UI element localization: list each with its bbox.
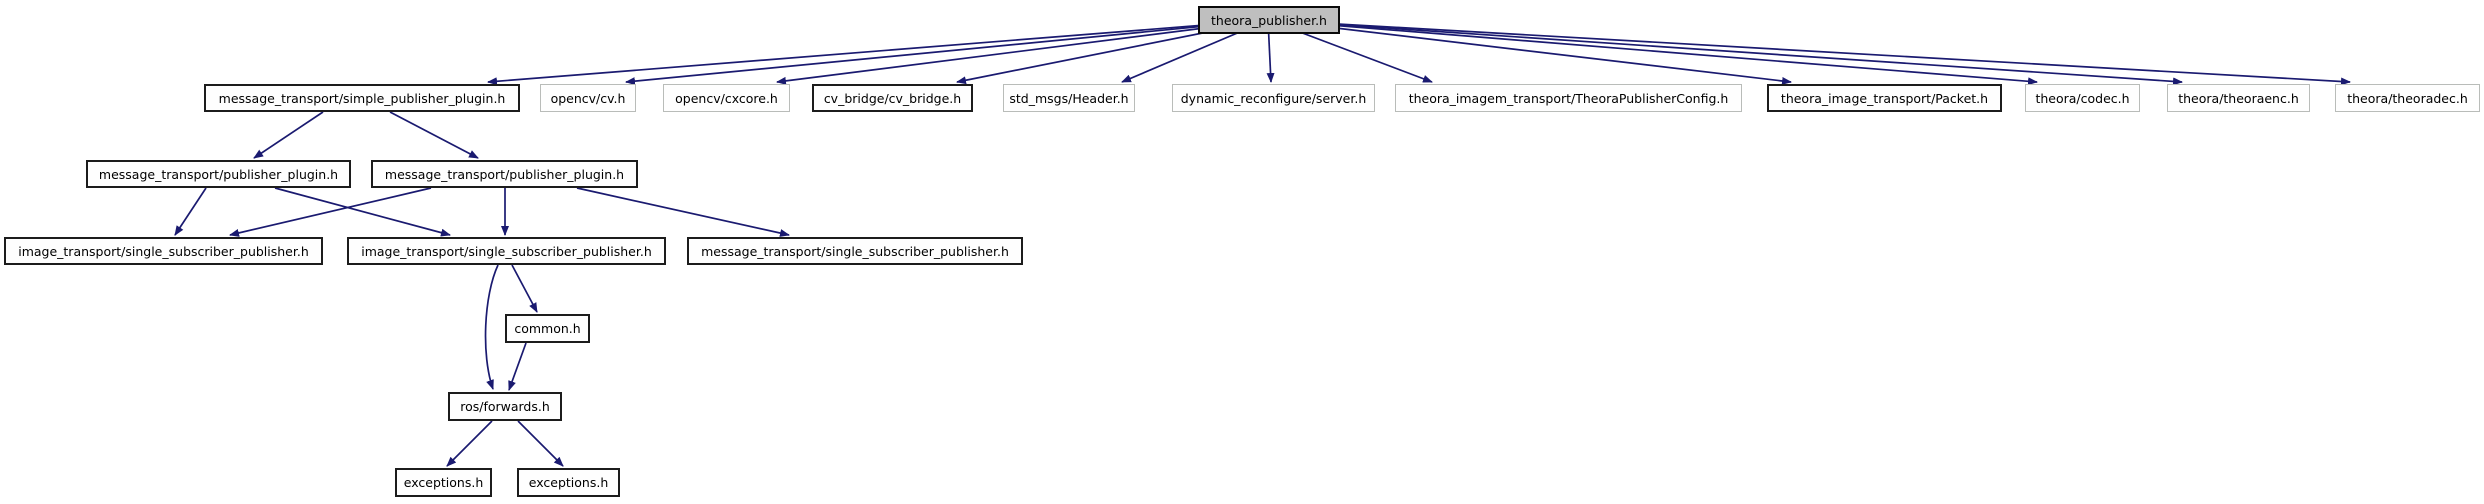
graph-node-mt-single-subscriber[interactable]: message_transport/single_subscriber_publ… xyxy=(687,237,1023,265)
graph-node-theora-packet[interactable]: theora_image_transport/Packet.h xyxy=(1767,84,2002,112)
graph-node-ros-forwards[interactable]: ros/forwards.h xyxy=(448,392,562,421)
edge-theora-publisher-to-theora-theoraenc xyxy=(1267,19,2183,86)
graph-node-cv-bridge[interactable]: cv_bridge/cv_bridge.h xyxy=(812,84,973,112)
graph-node-publisher-plugin-2[interactable]: message_transport/publisher_plugin.h xyxy=(371,160,638,188)
graph-node-theora-theoradec: theora/theoradec.h xyxy=(2335,84,2480,112)
edge-theora-publisher-to-opencv-cxcore xyxy=(776,19,1269,85)
edge-theora-publisher-to-opencv-cv xyxy=(625,19,1269,86)
edge-publisher-plugin-1-to-it-single-subscriber-2 xyxy=(274,187,451,237)
graph-node-it-single-subscriber-2[interactable]: image_transport/single_subscriber_publis… xyxy=(347,237,666,265)
edge-ros-forwards-to-exceptions-2 xyxy=(517,420,564,467)
graph-node-opencv-cv: opencv/cv.h xyxy=(540,84,636,112)
edge-theora-publisher-to-theora-codec xyxy=(1267,19,2038,86)
graph-node-theora-codec: theora/codec.h xyxy=(2025,84,2140,112)
edge-publisher-plugin-2-to-it-single-subscriber-1 xyxy=(229,187,432,237)
edge-theora-publisher-to-simple-publisher-plugin xyxy=(487,19,1269,86)
edge-it-single-subscriber-2-to-ros-forwards xyxy=(484,264,499,390)
edge-common-to-ros-forwards xyxy=(508,342,527,391)
graph-node-theora-theoraenc: theora/theoraenc.h xyxy=(2167,84,2310,112)
edge-it-single-subscriber-2-to-common xyxy=(511,264,538,313)
edge-publisher-plugin-1-to-it-single-subscriber-1 xyxy=(174,187,207,236)
graph-node-exceptions-2[interactable]: exceptions.h xyxy=(517,468,620,497)
edge-simple-publisher-plugin-to-publisher-plugin-2 xyxy=(389,111,479,159)
graph-node-opencv-cxcore: opencv/cxcore.h xyxy=(663,84,790,112)
graph-node-dynamic-reconfigure: dynamic_reconfigure/server.h xyxy=(1172,84,1375,112)
edge-ros-forwards-to-exceptions-1 xyxy=(446,420,493,467)
graph-node-std-msgs-header: std_msgs/Header.h xyxy=(1003,84,1135,112)
graph-node-publisher-plugin-1[interactable]: message_transport/publisher_plugin.h xyxy=(86,160,351,188)
graph-node-theora-publisher[interactable]: theora_publisher.h xyxy=(1198,6,1340,34)
edge-theora-publisher-to-theora-packet xyxy=(1267,19,1792,85)
graph-node-simple-publisher-plugin[interactable]: message_transport/simple_publisher_plugi… xyxy=(204,84,520,112)
edge-publisher-plugin-2-to-mt-single-subscriber xyxy=(576,187,790,237)
graph-node-it-single-subscriber-1[interactable]: image_transport/single_subscriber_publis… xyxy=(4,237,323,265)
edge-simple-publisher-plugin-to-publisher-plugin-1 xyxy=(253,111,324,159)
edge-theora-publisher-to-theora-theoradec xyxy=(1267,19,2351,86)
graph-node-exceptions-1[interactable]: exceptions.h xyxy=(395,468,492,497)
graph-node-common[interactable]: common.h xyxy=(505,314,590,343)
graph-node-theora-publisher-config: theora_imagem_transport/TheoraPublisherC… xyxy=(1395,84,1742,112)
